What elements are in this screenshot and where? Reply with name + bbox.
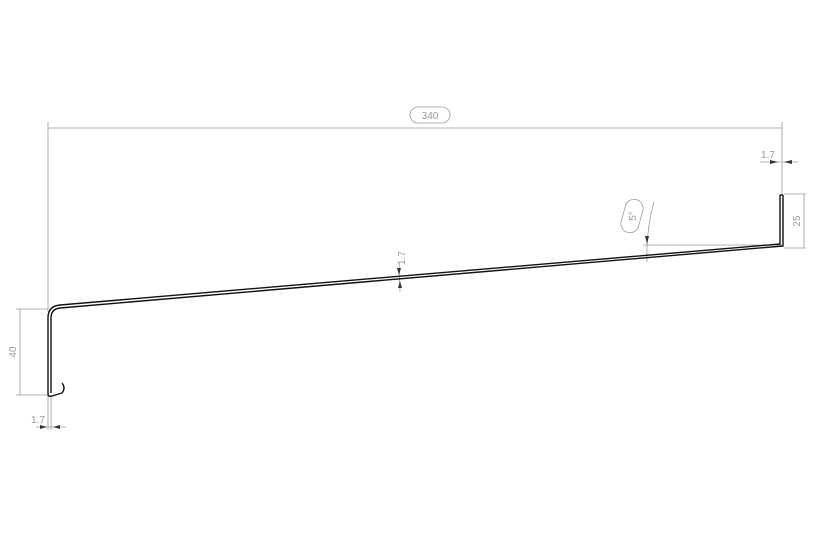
middle-thickness-label: 1.7 [397, 251, 408, 265]
top-thickness-label: 1.7 [761, 150, 775, 161]
overall-width-dimension: 340 [47, 106, 783, 312]
bottom-thickness-label: 1.7 [31, 415, 45, 426]
slope-angle-label: 5° [628, 211, 639, 221]
sill-profile [47, 194, 784, 397]
upstand-height-label: 25 [792, 215, 803, 227]
drop-height-dimension: 40 [8, 308, 48, 396]
top-thickness-dimension: 1.7 [760, 150, 798, 164]
upstand-height-dimension: 25 [784, 193, 806, 249]
slope-angle-dimension: 5° [620, 198, 782, 263]
bottom-thickness-dimension: 1.7 [31, 395, 66, 430]
overall-width-label: 340 [422, 111, 439, 122]
drop-height-label: 40 [8, 346, 19, 358]
middle-thickness-dimension: 1.7 [397, 251, 408, 293]
